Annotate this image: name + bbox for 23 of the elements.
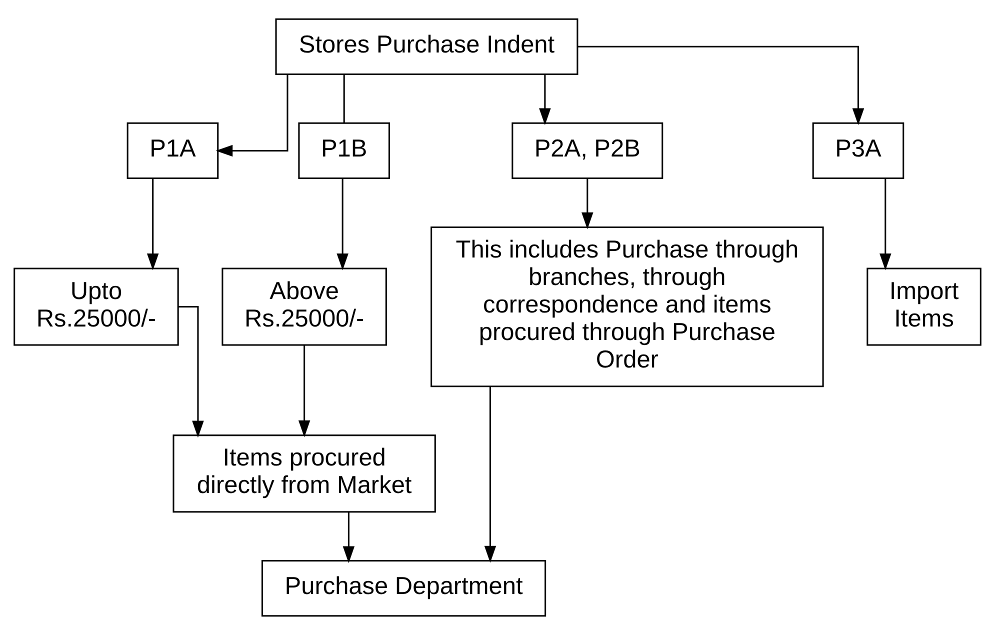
arrow (298, 344, 310, 437)
node-box: This includes Purchase through branches, through correspondence and items procured through Purchase Order (430, 226, 824, 387)
node-box: Import Items (866, 267, 982, 346)
node-box: Stores Purchase Indent (275, 18, 578, 74)
arrow (216, 74, 288, 156)
arrow (582, 178, 594, 229)
node-box: P3A (812, 122, 904, 179)
arrow (578, 45, 864, 125)
node-box: Upto Rs.25000/- (14, 267, 179, 346)
node-box: Purchase Department (261, 560, 546, 616)
arrow (484, 386, 496, 562)
arrow (146, 178, 159, 270)
connector (343, 74, 345, 122)
node-box: Items procured directly from Market (172, 434, 436, 512)
node-box: P1B (298, 122, 390, 179)
node-box: P1A (126, 122, 219, 179)
arrow (880, 178, 892, 270)
arrow (539, 74, 551, 125)
node-box: Above Rs.25000/- (222, 267, 387, 346)
arrow (178, 306, 204, 438)
node-box: P2A, P2B (512, 122, 664, 179)
arrow (336, 178, 348, 270)
arrow (342, 512, 355, 563)
